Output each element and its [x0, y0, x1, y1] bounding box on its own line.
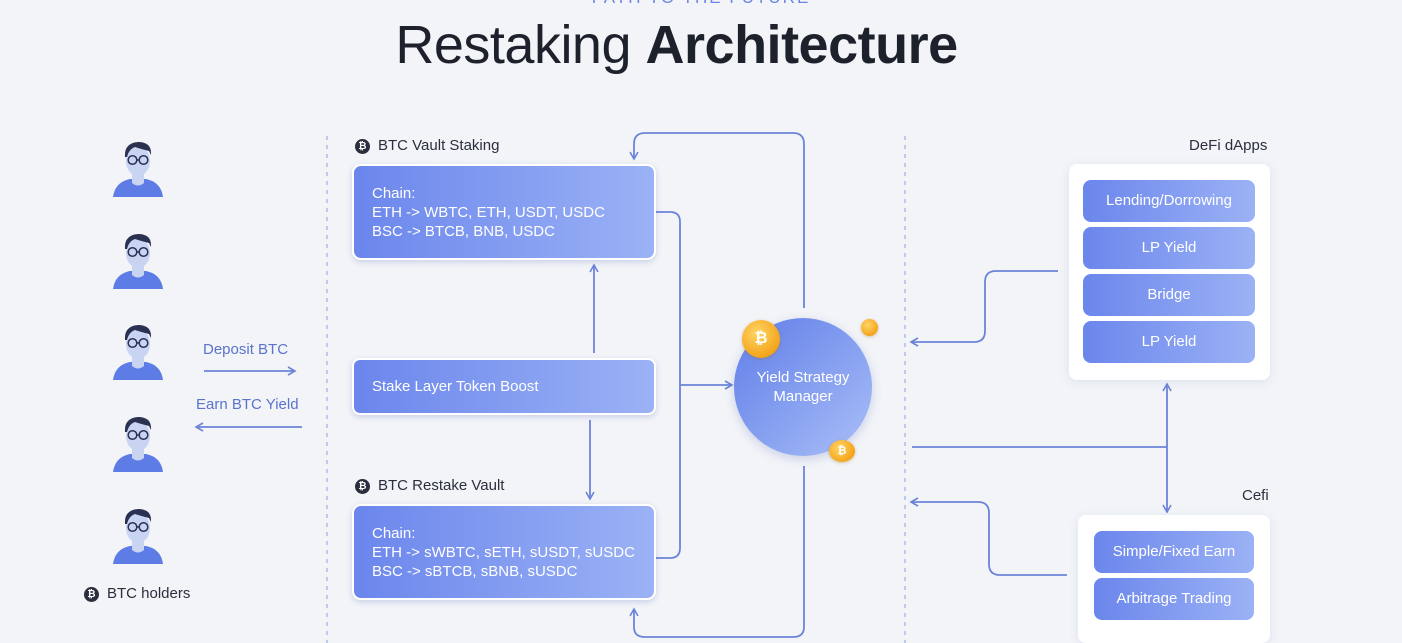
- restake-vault-heading-text: BTC Restake Vault: [378, 477, 505, 494]
- chain-line: Chain:: [372, 185, 416, 202]
- chain-line: Chain:: [372, 525, 416, 542]
- page-title: Restaking Architecture: [0, 14, 1353, 76]
- manager-to-staking-arrow: [629, 132, 805, 308]
- restake-vault-box: Chain: ETH -> sWBTC, sETH, sUSDT, sUSDC …: [352, 504, 656, 600]
- eyebrow-text: PATH TO THE FUTURE: [0, 0, 1402, 8]
- manager-to-restake-arrow: [629, 466, 805, 638]
- restake-vault-heading: ₿ BTC Restake Vault: [355, 477, 504, 494]
- defi-item: Bridge: [1083, 274, 1255, 316]
- defi-item: LP Yield: [1083, 227, 1255, 269]
- coin-icon: [861, 319, 878, 336]
- bitcoin-icon: ₿: [355, 478, 370, 494]
- vault-staking-heading: ₿ BTC Vault Staking: [355, 137, 499, 154]
- defi-item: Lending/Dorrowing: [1083, 180, 1255, 222]
- bitcoin-coin-icon: ₿: [742, 320, 780, 358]
- token-boost-box: Stake Layer Token Boost: [352, 358, 656, 415]
- chain-line: ETH -> WBTC, ETH, USDT, USDC: [372, 204, 605, 221]
- defi-panel: Lending/Dorrowing LP Yield Bridge LP Yie…: [1069, 164, 1270, 380]
- chain-line: BSC -> sBTCB, sBNB, sUSDC: [372, 563, 578, 580]
- bitcoin-icon: ₿: [355, 138, 370, 154]
- holders-label-text: BTC holders: [107, 585, 191, 602]
- defi-to-manager-arrow: [909, 270, 1058, 347]
- holders-label: ₿ BTC holders: [84, 585, 190, 602]
- chain-line: BSC -> BTCB, BNB, USDC: [372, 223, 555, 240]
- cefi-heading: Cefi: [1242, 487, 1269, 504]
- earn-label: Earn BTC Yield: [196, 396, 299, 413]
- vault-staking-heading-text: BTC Vault Staking: [378, 137, 500, 154]
- defi-heading: DeFi dApps: [1189, 137, 1268, 154]
- person-icon: [113, 142, 163, 197]
- person-icon: [113, 325, 163, 380]
- defi-item: LP Yield: [1083, 321, 1255, 363]
- cefi-item: Arbitrage Trading: [1094, 578, 1254, 620]
- cefi-panel: Simple/Fixed Earn Arbitrage Trading: [1078, 515, 1270, 643]
- person-icon: [113, 417, 163, 472]
- deposit-label: Deposit BTC: [203, 341, 289, 358]
- manager-line: Manager: [773, 388, 833, 405]
- title-regular: Restaking: [395, 15, 632, 75]
- person-icon: [113, 234, 163, 289]
- person-icon: [113, 509, 163, 564]
- manager-line: Yield Strategy: [756, 369, 850, 386]
- chain-line: ETH -> sWBTC, sETH, sUSDT, sUSDC: [372, 544, 635, 561]
- bitcoin-icon: ₿: [84, 586, 99, 602]
- vaults-to-manager-arrow: [656, 211, 731, 559]
- title-bold: Architecture: [645, 15, 959, 75]
- vault-staking-box: Chain: ETH -> WBTC, ETH, USDT, USDC BSC …: [352, 164, 656, 260]
- coin-icon: ₿: [829, 440, 855, 462]
- cefi-item: Simple/Fixed Earn: [1094, 531, 1254, 573]
- cefi-to-manager-arrow: [909, 497, 1067, 576]
